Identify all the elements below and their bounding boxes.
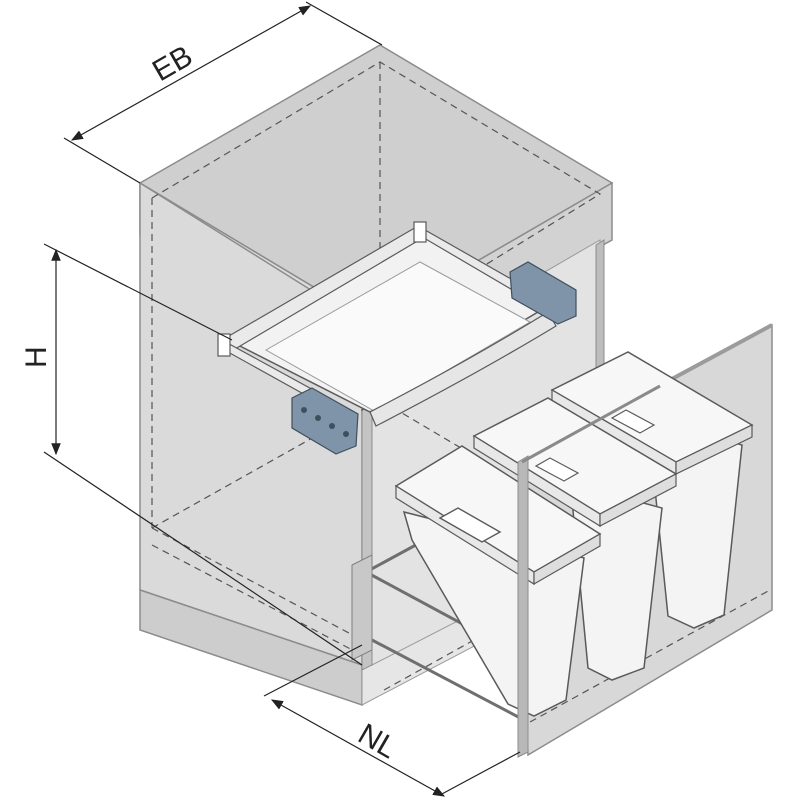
hidden-edge-floor-front bbox=[151, 527, 363, 641]
eb-extension-right bbox=[305, 1, 383, 46]
dimensions bbox=[43, 1, 521, 797]
runner-block-back bbox=[509, 261, 577, 325]
dimension-label-h: H bbox=[20, 346, 53, 368]
bin-middle bbox=[472, 397, 678, 681]
frame-front-crossbar bbox=[521, 384, 661, 464]
bin-back-lid-side bbox=[675, 424, 753, 475]
eb-extension-left bbox=[63, 137, 141, 184]
bin-front-lid-side bbox=[533, 532, 601, 586]
bin-back bbox=[550, 351, 754, 629]
dimension-label-eb: EB bbox=[147, 39, 198, 88]
hidden-edge-bottom bbox=[151, 399, 521, 529]
runner-block-front-hole-1 bbox=[301, 407, 307, 413]
bin-back-handle-icon bbox=[610, 409, 656, 434]
tray-floor bbox=[264, 261, 532, 413]
bin-middle-lid-side bbox=[599, 473, 677, 527]
runner-block-front bbox=[291, 387, 359, 455]
nl-extension-left bbox=[263, 644, 363, 697]
runner-block-front-hole-4 bbox=[343, 431, 349, 437]
h-extension-top bbox=[43, 243, 233, 341]
runner-block-front-hole-3 bbox=[329, 423, 335, 429]
nl-extension-right bbox=[439, 751, 521, 796]
runner-block-front-hole-2 bbox=[315, 415, 321, 421]
organizer-tray bbox=[217, 221, 577, 455]
h-extension-bottom bbox=[43, 451, 363, 666]
frame-rail-bottom bbox=[371, 638, 525, 722]
dimension-label-nl: NL bbox=[353, 717, 403, 765]
bin-front-handle-icon bbox=[438, 507, 502, 543]
tray-front-lip bbox=[369, 311, 557, 427]
frame-front-post bbox=[517, 455, 529, 758]
runner-left-hook bbox=[217, 333, 231, 357]
hidden-edge-plinth bbox=[151, 544, 363, 656]
bin-front bbox=[394, 445, 602, 717]
runner-back-hook bbox=[413, 221, 427, 243]
hidden-edge-front-panel bbox=[529, 589, 771, 723]
bin-middle-handle-icon bbox=[534, 457, 580, 482]
frame-rail-bracket bbox=[351, 554, 373, 661]
eb-dimension-line bbox=[70, 5, 312, 141]
nl-dimension-line bbox=[270, 699, 446, 797]
